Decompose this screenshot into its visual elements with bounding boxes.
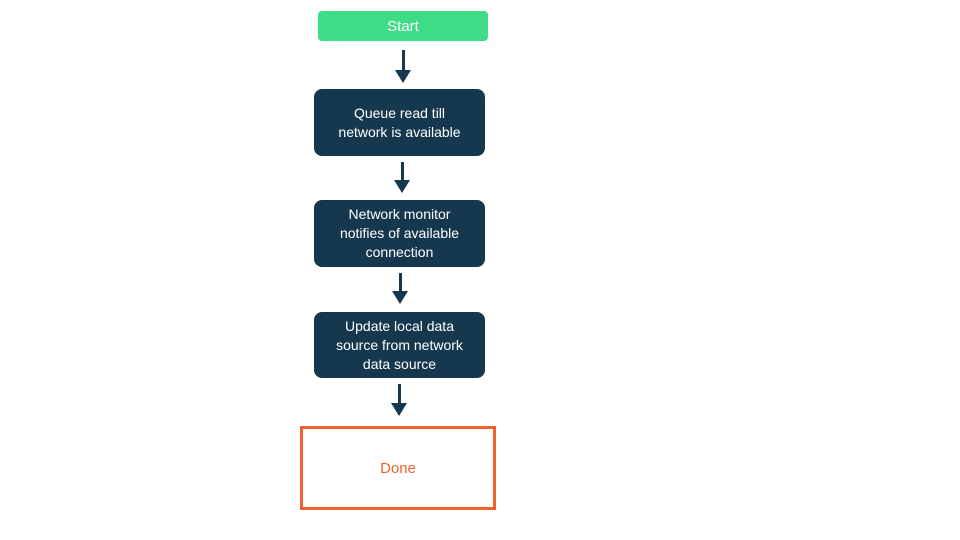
flow-node-update-local-label: Update local data source from network da…	[336, 317, 463, 372]
arrow-stem	[400, 162, 404, 180]
flow-node-done-label: Done	[380, 459, 416, 477]
flow-node-network-monitor-label: Network monitor notifies of available co…	[339, 206, 460, 260]
flow-node-network-monitor: Network monitor notifies of available co…	[314, 200, 485, 267]
arrow-stem	[397, 384, 401, 403]
arrow-down-icon	[391, 403, 407, 416]
flow-node-queue-read: Queue read till network is available	[314, 89, 485, 156]
arrow-down-icon	[395, 70, 411, 83]
arrow-stem	[398, 273, 402, 291]
flow-node-queue-read-label: Queue read till network is available	[338, 104, 461, 140]
connector-arrow-4	[391, 384, 407, 416]
arrow-down-icon	[394, 180, 410, 193]
flow-node-update-local: Update local data source from network da…	[314, 312, 485, 378]
connector-arrow-3	[392, 273, 408, 304]
flow-node-done: Done	[300, 426, 496, 510]
connector-arrow-1	[395, 50, 411, 83]
flow-node-start-label: Start	[387, 17, 419, 35]
connector-arrow-2	[394, 162, 410, 193]
arrow-stem	[401, 50, 405, 70]
arrow-down-icon	[392, 291, 408, 304]
flow-node-start: Start	[318, 11, 488, 41]
